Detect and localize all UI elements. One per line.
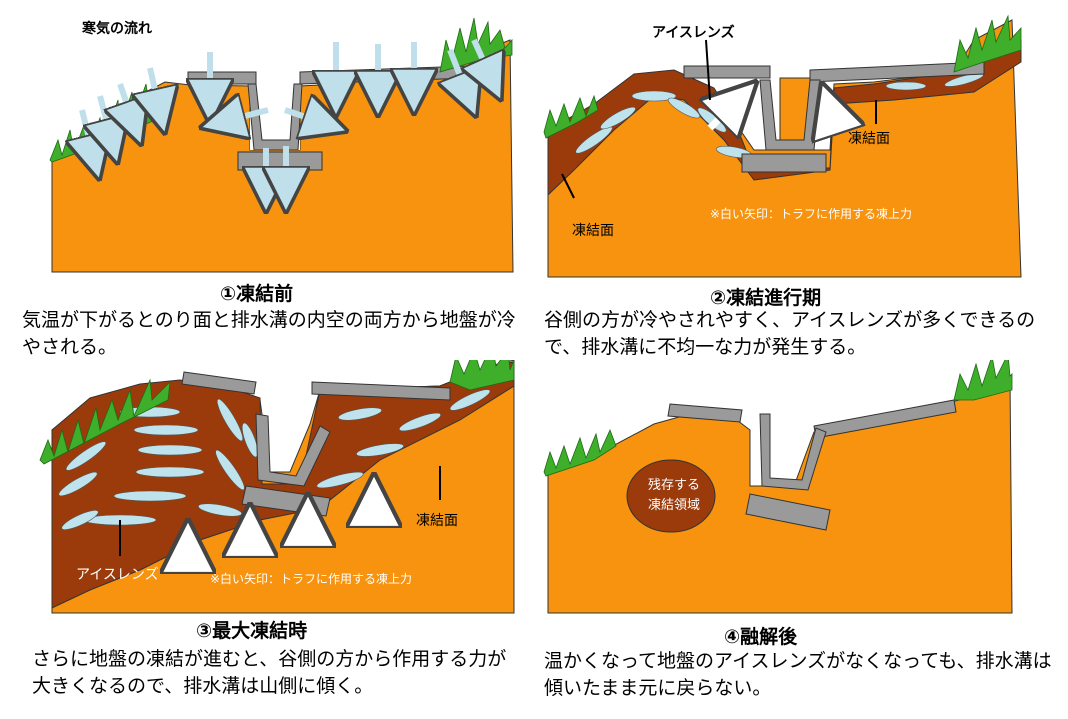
panel-title-4: ④融解後	[724, 626, 798, 648]
diagram-freezing-progress	[543, 14, 1022, 278]
panel-title-2: ②凍結進行期	[710, 287, 822, 309]
frost-face-label-left: 凍結面	[572, 223, 614, 239]
frost-face-label-right: 凍結面	[848, 131, 890, 147]
ice-lens-label: アイスレンズ	[652, 25, 735, 41]
panel-after-thawing: 残存する 凍結領域 ④融解後 温かくなって地盤のアイスレンズがなくなっても、排水…	[534, 360, 1068, 719]
cold-air-arrows	[82, 38, 492, 190]
left-slab	[667, 403, 743, 423]
panel-caption-1: 気温が下がるとのり面と排水溝の内空の両方から地盤が冷やされる。	[22, 309, 516, 358]
ditch-opening	[250, 86, 300, 150]
panel-max-freezing: アイスレンズ 凍結面 ※白い矢印：トラフに作用する凍上力 ③最大凍結時 さらに地…	[0, 360, 534, 719]
frost-heave-note: ※白い矢印：トラフに作用する凍上力	[710, 207, 913, 221]
panel-before-freezing: 寒気の流れ ①凍結前 気温が下がるとのり面と排水溝の内空の両方から地盤が冷やされ…	[0, 0, 534, 360]
remaining-frozen-label-line2: 凍結領域	[648, 498, 701, 513]
base-block	[237, 151, 323, 171]
frost-heave-arrows	[188, 500, 374, 570]
ice-lens-pointer	[705, 39, 711, 101]
panel-caption-2: 谷側の方が冷やされやすく、アイスレンズが多くできるので、排水溝に不均一な力が発生…	[544, 309, 1036, 358]
right-slab	[311, 381, 451, 401]
panel-caption-4: 温かくなって地盤のアイスレンズがなくなっても、排水溝は傾いたまま元に戻らない。	[544, 650, 1052, 699]
grass	[39, 360, 515, 465]
grass	[543, 360, 1013, 477]
panel-title-1: ①凍結前	[220, 283, 294, 305]
left-slab	[683, 65, 771, 79]
remaining-frozen-label-line1: 残存する	[648, 478, 701, 493]
panel-title-3: ③最大凍結時	[196, 620, 308, 642]
base-block	[745, 493, 831, 531]
cold-air-label: 寒気の流れ	[82, 21, 152, 37]
diagram-before-freezing	[49, 17, 514, 273]
remaining-frozen-region	[626, 459, 716, 533]
frost-heave-arrows	[710, 100, 834, 128]
frost-face-label: 凍結面	[416, 513, 458, 529]
base-block	[741, 153, 827, 173]
left-slab	[181, 371, 257, 395]
diagram-max-freezing	[39, 360, 515, 614]
grass	[543, 14, 1022, 139]
ice-lens-label: アイスレンズ	[76, 567, 159, 583]
frost-heave-note: ※白い矢印：トラフに作用する凍上力	[210, 572, 413, 586]
panel-caption-3: さらに地盤の凍結が進むと、谷側の方から作用する力が大きくなるので、排水溝は山側に…	[32, 648, 507, 697]
panel-freezing-progress: アイスレンズ 凍結面 凍結面 ※白い矢印：トラフに作用する凍上力 ②凍結進行期 …	[534, 0, 1068, 360]
ice-lenses	[58, 389, 491, 530]
left-slab	[187, 71, 257, 85]
diagram-after-thawing	[543, 360, 1013, 614]
frost-face-left-pointer	[561, 173, 575, 199]
drain-trough	[759, 413, 827, 491]
drain-trough	[255, 413, 331, 487]
